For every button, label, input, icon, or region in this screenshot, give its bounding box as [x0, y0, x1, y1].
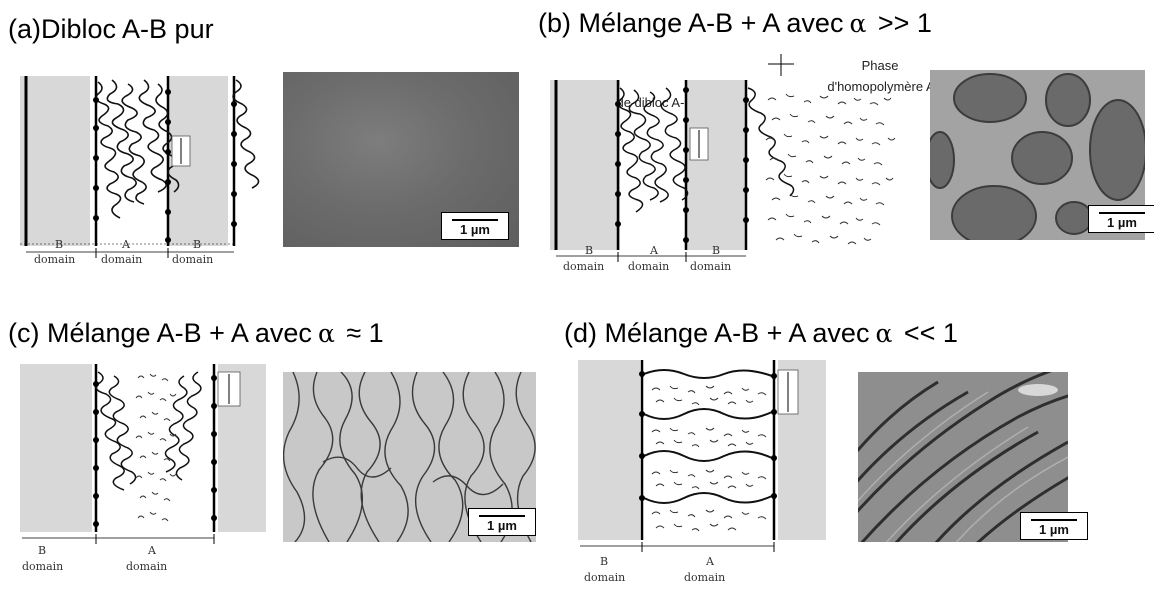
panel-c-label-a: A [148, 544, 156, 557]
panel-d-domain2: domain [684, 571, 726, 584]
panel-c-alpha: α [317, 319, 335, 348]
panel-b-domain3: domain [690, 260, 732, 273]
panel-a-prefix: (a) [8, 14, 41, 44]
panel-a-label-a: A [122, 238, 130, 251]
panel-a-text: Dibloc A-B pur [41, 14, 214, 44]
panel-b-text: Mélange A-B + A avec [578, 8, 844, 38]
phase-boundary-marker [768, 54, 794, 76]
panel-b-domain1: domain [563, 260, 605, 273]
panel-c-domain1: domain [22, 560, 64, 573]
panel-a-chains [95, 79, 260, 219]
panel-b-scalebar: 1 µm [1088, 205, 1154, 233]
panel-b-homopolymer-chains [765, 93, 896, 245]
panel-b-label-a: A [650, 244, 658, 257]
panel-b-domain2: domain [628, 260, 670, 273]
panel-b-diagram [550, 80, 896, 262]
panel-a-domain2: domain [101, 253, 143, 266]
panel-d-label-b: B [600, 555, 609, 568]
panel-a-scalebar: 1 µm [441, 212, 509, 240]
panel-d-diagram [578, 360, 826, 552]
panel-a-label-b1: B [55, 238, 64, 251]
panel-d-homopolymer-chains [651, 385, 767, 532]
panel-c-scalebar: 1 µm [468, 508, 536, 536]
panel-d-domain1: domain [584, 571, 626, 584]
panel-b-micrograph [930, 70, 1145, 240]
panel-a-label-b2: B [193, 238, 202, 251]
panel-d-label-a: A [706, 555, 714, 568]
panel-b-scale-label: 1 µm [1107, 215, 1137, 230]
panel-c-scale-label: 1 µm [487, 518, 517, 533]
panel-a-domain3: domain [172, 253, 214, 266]
panel-d-alpha: α [875, 319, 893, 348]
panel-a-domain1: domain [34, 253, 76, 266]
panel-b-prefix: (b) [538, 8, 571, 38]
panel-a-diagram [20, 76, 260, 258]
panel-d-scale-label: 1 µm [1039, 522, 1069, 537]
panel-c-prefix: (c) [8, 318, 40, 348]
panel-d-relation: << 1 [903, 318, 958, 348]
panel-c-diagram [20, 364, 266, 544]
panel-c-text: Mélange A-B + A avec [47, 318, 312, 348]
panel-a-title: (a)Dibloc A-B pur [8, 14, 214, 45]
panel-d-text: Mélange A-B + A avec [604, 318, 870, 348]
phase-homopolymer-label-2: d'homopolymère A [827, 79, 935, 94]
panel-b-alpha: α [849, 9, 867, 38]
panel-c-domain2: domain [126, 560, 168, 573]
panel-b-label-b1: B [585, 244, 594, 257]
panel-b-label-b2: B [712, 244, 721, 257]
phase-homopolymer-label-1: Phase [861, 58, 899, 73]
panel-b-relation: >> 1 [877, 8, 932, 38]
panel-c-relation: ≈ 1 [346, 318, 384, 348]
panel-a-scale-label: 1 µm [460, 222, 490, 237]
panel-c-label-b: B [38, 544, 47, 557]
panel-c-homopolymer-chains [135, 373, 177, 522]
panel-d-scalebar: 1 µm [1020, 512, 1088, 540]
panel-d-prefix: (d) [564, 318, 597, 348]
